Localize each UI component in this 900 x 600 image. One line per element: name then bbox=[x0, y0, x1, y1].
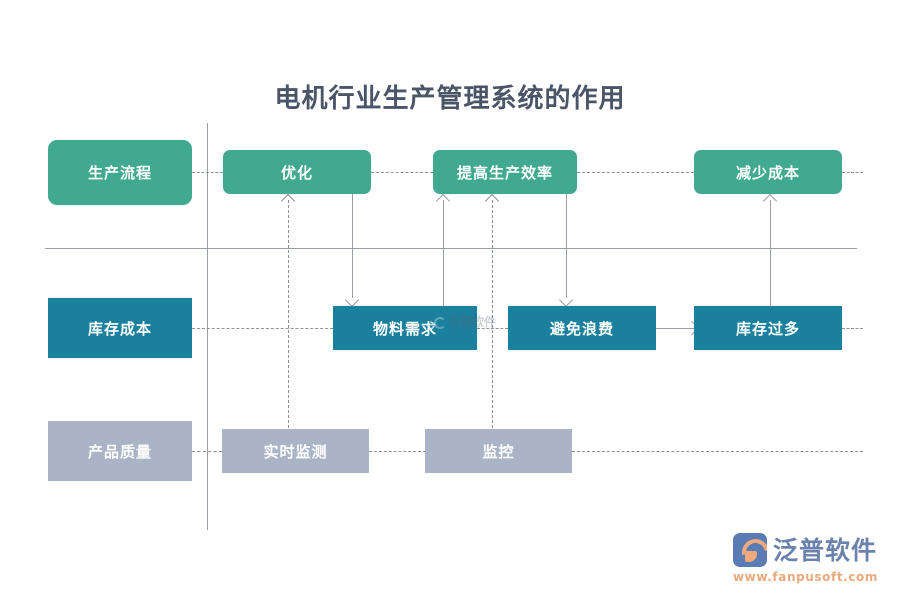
arrow-up-to-efficiency-solid-icon bbox=[437, 195, 450, 208]
node-optimize[interactable]: 优化 bbox=[223, 150, 371, 194]
row2-rail-segment-3 bbox=[842, 328, 863, 329]
node-material-demand[interactable]: 物料需求 bbox=[333, 306, 477, 350]
row2-rail-segment-1 bbox=[192, 328, 333, 329]
fanpu-logo-icon bbox=[732, 533, 767, 567]
node-excess-inventory-label: 库存过多 bbox=[735, 319, 800, 338]
line-excess-to-reduce-cost bbox=[770, 200, 771, 306]
node-inventory-cost-label: 库存成本 bbox=[87, 319, 152, 338]
brand-name: 泛普软件 bbox=[772, 535, 877, 565]
row3-rail-segment-2 bbox=[369, 451, 426, 452]
node-excess-inventory[interactable]: 库存过多 bbox=[694, 306, 842, 350]
arrow-up-to-efficiency-icon bbox=[486, 195, 499, 208]
node-production-process-label: 生产流程 bbox=[87, 164, 152, 182]
horizontal-divider-line bbox=[45, 248, 857, 249]
node-avoid-waste-label: 避免浪费 bbox=[549, 319, 614, 338]
node-optimize-label: 优化 bbox=[280, 163, 313, 182]
node-monitoring[interactable]: 监控 bbox=[425, 429, 572, 473]
arrow-up-to-reduce-cost-icon bbox=[764, 195, 777, 208]
row3-rail-segment-3 bbox=[572, 451, 863, 452]
page-title: 电机行业生产管理系统的作用 bbox=[274, 84, 626, 114]
row1-rail-segment-2 bbox=[371, 172, 433, 173]
node-product-quality-label: 产品质量 bbox=[87, 442, 152, 461]
brand-url: www.fanpusoft.com bbox=[732, 570, 878, 584]
node-product-quality[interactable]: 产品质量 bbox=[48, 421, 192, 481]
row1-rail-segment-1 bbox=[192, 172, 223, 173]
node-inventory-cost[interactable]: 库存成本 bbox=[48, 298, 192, 358]
node-reduce-cost[interactable]: 减少成本 bbox=[694, 150, 842, 194]
brand-logo-row: 泛普软件 bbox=[732, 533, 878, 567]
dashed-connector-efficiency bbox=[492, 200, 493, 428]
node-production-process[interactable]: 生产流程 bbox=[48, 140, 192, 205]
node-avoid-waste[interactable]: 避免浪费 bbox=[508, 306, 656, 350]
row3-rail-segment-1 bbox=[192, 451, 222, 452]
node-improve-efficiency-label: 提高生产效率 bbox=[456, 163, 553, 182]
node-real-time-monitoring[interactable]: 实时监测 bbox=[222, 429, 369, 473]
row1-rail-segment-4 bbox=[842, 172, 863, 173]
dashed-connector-optimize bbox=[288, 200, 289, 428]
line-efficiency-to-avoid-waste bbox=[566, 193, 567, 298]
vertical-axis-line bbox=[207, 123, 208, 530]
line-material-to-efficiency bbox=[443, 200, 444, 306]
node-material-demand-label: 物料需求 bbox=[372, 319, 437, 338]
line-avoid-waste-to-excess bbox=[656, 328, 694, 329]
row1-rail-segment-3 bbox=[577, 172, 694, 173]
node-real-time-monitoring-label: 实时监测 bbox=[263, 442, 328, 461]
node-monitoring-label: 监控 bbox=[482, 442, 515, 461]
brand-logo: 泛普软件 www.fanpusoft.com bbox=[732, 533, 878, 584]
node-improve-efficiency[interactable]: 提高生产效率 bbox=[433, 150, 577, 194]
line-optimize-to-material bbox=[352, 193, 353, 298]
node-reduce-cost-label: 减少成本 bbox=[735, 163, 800, 182]
arrow-up-to-optimize-icon bbox=[282, 195, 295, 208]
